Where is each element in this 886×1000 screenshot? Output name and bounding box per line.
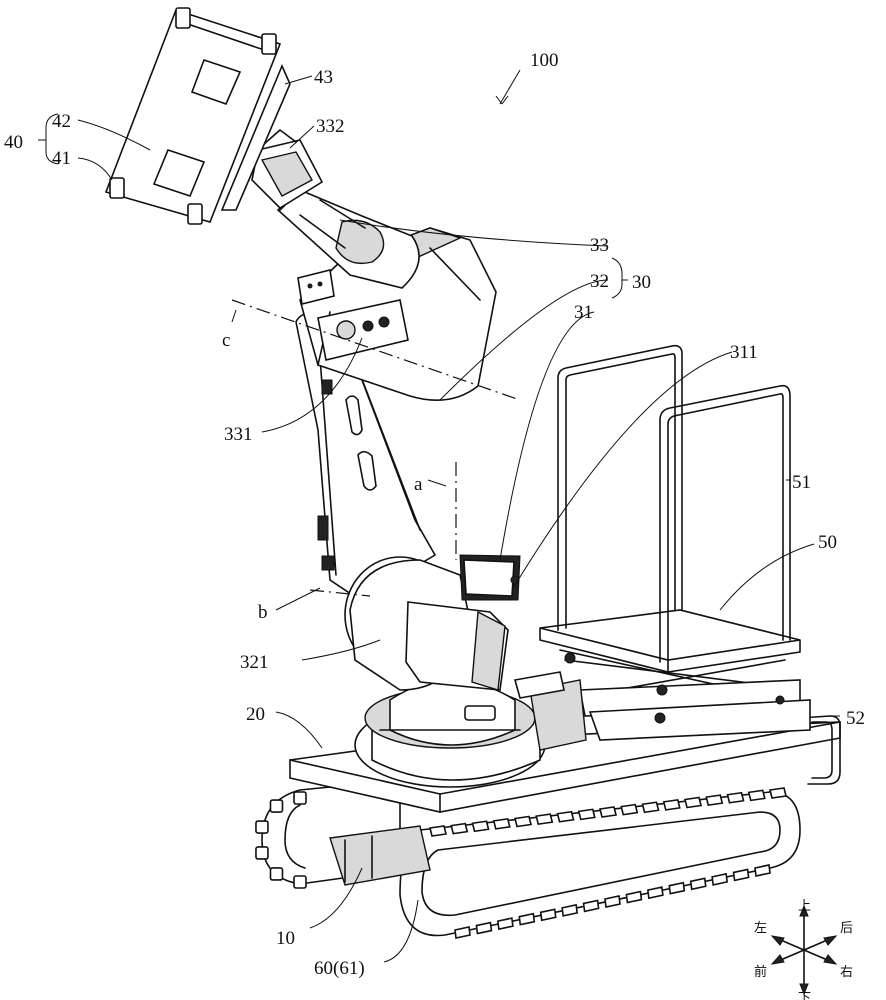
- label-51: 51: [792, 472, 811, 493]
- robot-base: [354, 671, 587, 788]
- track-lug: [492, 817, 511, 830]
- track-lug: [539, 908, 557, 922]
- label-42: 42: [52, 111, 71, 132]
- track-lug: [684, 796, 702, 809]
- track-lug: [668, 881, 686, 895]
- label-c: c: [222, 330, 230, 351]
- reference-labels: 100 40 42 41 43 332 33 32 30 31 311 c 33…: [4, 50, 865, 979]
- track-lug: [454, 926, 471, 939]
- track-lugs: [255, 787, 787, 939]
- track-lug: [620, 803, 639, 816]
- track-lug: [705, 794, 724, 807]
- label-10: 10: [276, 928, 295, 949]
- label-50: 50: [818, 532, 837, 553]
- track-lug: [662, 798, 681, 811]
- track-lug: [269, 867, 284, 881]
- track-lug: [556, 810, 575, 823]
- track-lug: [625, 890, 643, 904]
- track-lug: [754, 864, 771, 877]
- compass-back: 后: [840, 921, 853, 936]
- label-332: 332: [316, 116, 345, 137]
- label-b: b: [258, 602, 268, 623]
- track-lug: [518, 912, 536, 926]
- track-lug: [599, 806, 617, 818]
- track-lug: [711, 872, 729, 886]
- track-lug: [255, 846, 269, 860]
- scissor-lift-tray: [539, 344, 811, 741]
- compass-front: 前: [754, 964, 767, 980]
- track-lug: [689, 877, 707, 891]
- label-41: 41: [52, 148, 71, 169]
- track-lug: [255, 820, 269, 834]
- label-30: 30: [632, 272, 651, 293]
- track-lug: [641, 801, 660, 814]
- axis-lines: [231, 299, 521, 597]
- track-lug: [732, 868, 750, 882]
- label-321: 321: [240, 652, 269, 673]
- label-31: 31: [574, 302, 593, 323]
- direction-compass: 上 下 左 右 前 后: [754, 899, 853, 1000]
- track-lug: [577, 808, 596, 821]
- crawler-track: [255, 779, 801, 939]
- compass-up: 上: [798, 899, 811, 914]
- track-lug: [514, 815, 532, 828]
- label-20: 20: [246, 704, 265, 725]
- label-43: 43: [314, 67, 333, 88]
- track-lug: [582, 899, 600, 913]
- track-lug: [726, 791, 745, 804]
- track-lug: [293, 875, 307, 889]
- label-331: 331: [224, 424, 253, 445]
- leader-lines: [38, 69, 840, 963]
- track-lug: [269, 799, 284, 813]
- compass-left: 左: [754, 921, 767, 936]
- label-33: 33: [590, 235, 609, 256]
- label-32: 32: [590, 271, 609, 292]
- track-lug: [496, 917, 514, 931]
- track-lug: [471, 820, 490, 833]
- track-lug: [769, 787, 787, 799]
- label-311: 311: [730, 342, 758, 363]
- compass-right: 右: [840, 965, 853, 980]
- track-lug: [429, 825, 447, 837]
- label-a: a: [414, 474, 423, 495]
- track-lug: [535, 813, 554, 826]
- label-60-61: 60(61): [314, 958, 365, 979]
- track-lug: [604, 895, 621, 908]
- track-lug: [561, 903, 579, 917]
- label-100: 100: [530, 50, 559, 71]
- track-lug: [293, 791, 307, 805]
- label-52: 52: [846, 708, 865, 729]
- track-lug: [450, 822, 469, 835]
- compass-down: 下: [798, 991, 811, 1000]
- track-lug: [747, 789, 766, 802]
- label-40: 40: [4, 132, 23, 153]
- track-lug: [475, 921, 493, 935]
- arm-33: [245, 129, 497, 402]
- track-lug: [646, 886, 664, 900]
- end-effector: [104, 7, 291, 225]
